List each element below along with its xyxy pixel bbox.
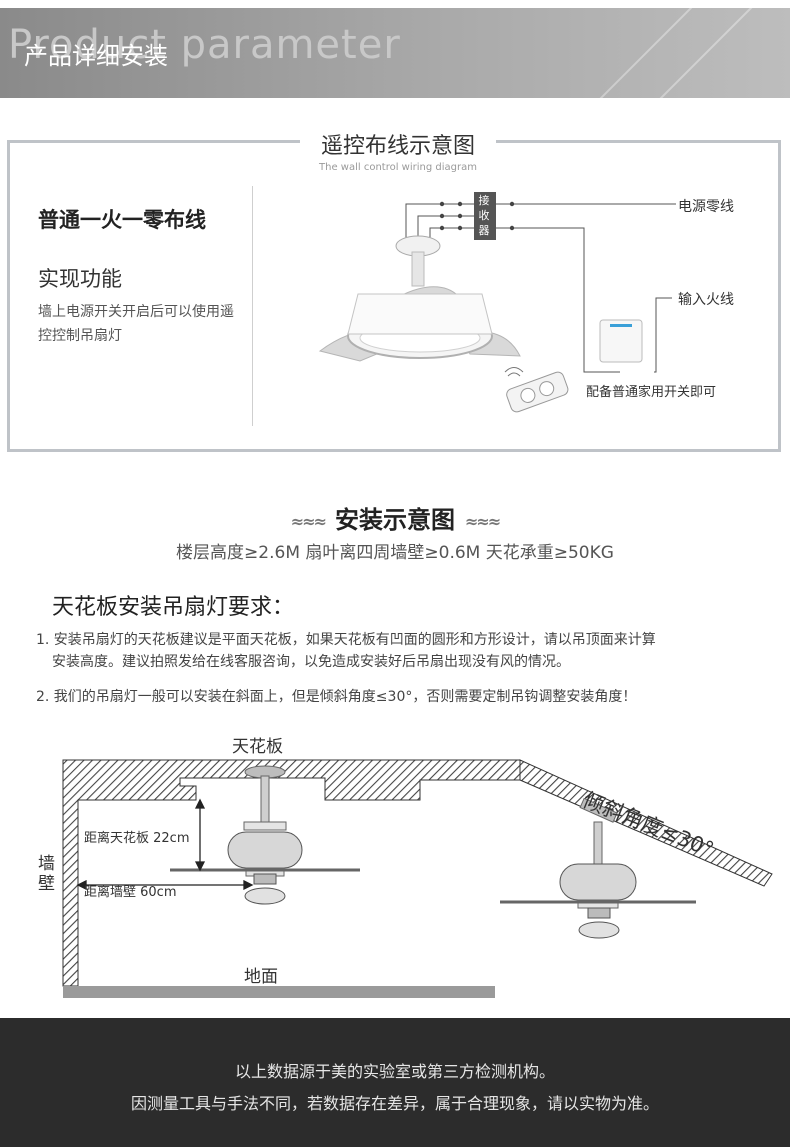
receiver-label: 接 收 器 [478,194,490,237]
wave-decoration: ≈≈≈ [290,511,327,531]
wall-switch [599,319,643,363]
wiring-left-heading: 普通一火一零布线 [38,208,206,232]
requirement-1-line1: 1. 安装吊扇灯的天花板建议是平面天花板，如果天花板有凹面的圆形和方形设计，请以… [36,632,656,648]
page-title: 产品详细安装 [24,42,168,70]
banner-stripe [583,8,699,98]
banner-stripe [643,8,759,98]
wall-switch-indicator [610,324,632,327]
wave-decoration: ≈≈≈ [465,511,501,531]
wiring-illustration [318,192,676,413]
install-title-row: ≈≈≈ 安装示意图 ≈≈≈ [0,500,790,535]
wiring-title-block: 遥控布线示意图 The wall control wiring diagram [300,126,496,174]
dist-ceiling-label: 距离天花板 22cm [84,831,190,846]
live-label: 输入火线 [678,292,734,308]
requirement-2: 2. 我们的吊扇灯一般可以安装在斜面上，但是倾斜角度≤30°，否则需要定制吊钩调… [36,689,637,705]
install-diagram [62,759,773,998]
fan-flat [170,765,360,905]
requirements-title: 天花板安装吊扇灯要求： [52,595,295,620]
wall-label: 墙壁 [38,854,55,894]
remote-control [506,371,569,413]
vertical-divider [252,186,253,426]
function-heading: 实现功能 [38,267,122,291]
fan-body [347,293,493,335]
ceiling-wall-hatch [62,759,521,987]
floor-label: 地面 [244,967,278,987]
footer-line-1: 以上数据源于美的实验室或第三方检测机构。 [234,1062,555,1081]
neutral-label: 电源零线 [678,199,734,215]
ceiling-label: 天花板 [232,737,283,757]
wiring-title: 遥控布线示意图 [320,134,475,159]
floor [63,986,495,998]
wire-neutral-left [405,203,476,246]
banner-bg-text: Product parameter [8,22,401,68]
fan-downrod [411,251,425,287]
wire-switch-right [654,297,672,373]
install-specs: 楼层高度≥2.6M 扇叶离四周墙壁≥0.6M 天花承重≥50KG [176,543,614,563]
switch-caption: 配备普通家用开关即可 [586,385,717,400]
wiring-subtitle: The wall control wiring diagram [319,162,477,173]
fan-sloped [500,797,696,939]
signal-icon [504,367,524,377]
sloped-ceiling [519,759,773,887]
requirement-1-line2: 安装高度。建议拍照发给在线客服咨询，以免造成安装好后吊扇出现没有风的情况。 [52,654,570,670]
dist-wall-label: 距离墙壁 60cm [84,885,177,900]
install-title: 安装示意图 [335,506,455,534]
header-banner: Product parameter 产品详细安装 [0,8,790,98]
receiver-box [474,192,496,240]
wire-live-right [496,227,620,373]
footer: 以上数据源于美的实验室或第三方检测机构。 因测量工具与手法不同，若数据存在差异，… [0,1018,790,1147]
footer-line-2: 因测量工具与手法不同，若数据存在差异，属于合理现象，请以实物为准。 [130,1094,659,1113]
function-desc: 墙上电源开关开启后可以使用遥控控制吊扇灯 [38,304,234,344]
